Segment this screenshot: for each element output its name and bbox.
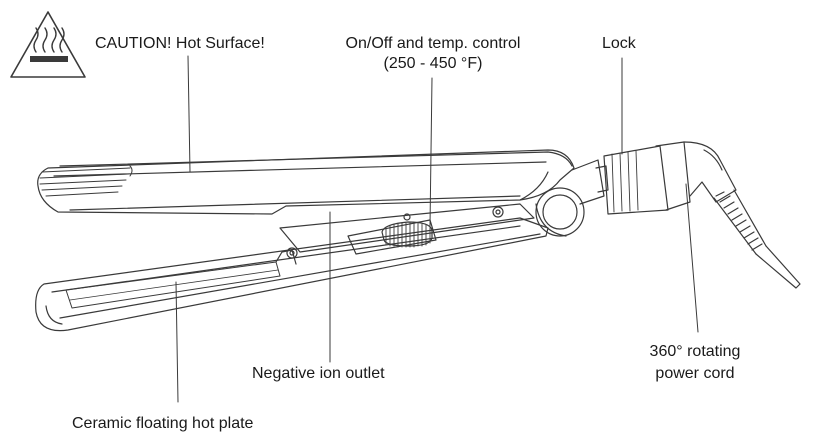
rotating-cord-label-line2: power cord bbox=[655, 365, 735, 382]
rotating-cord-leader-line bbox=[685, 183, 699, 333]
hot-plate-leader-line bbox=[175, 281, 179, 403]
rotating-cord-label-line1: 360° rotating bbox=[649, 343, 741, 360]
hinge-area bbox=[279, 203, 535, 259]
leader-lines bbox=[175, 55, 699, 403]
hot-surface-warning-icon bbox=[10, 11, 86, 78]
control-label-line1: On/Off and temp. control bbox=[345, 35, 521, 52]
warning-leader-line bbox=[187, 55, 191, 173]
swivel-cord-housing bbox=[603, 141, 737, 215]
ion-outlet-label: Negative ion outlet bbox=[252, 365, 385, 382]
ceramic-hot-plate bbox=[65, 249, 297, 309]
temperature-control-wheel bbox=[381, 213, 433, 248]
lock-label: Lock bbox=[602, 35, 636, 52]
control-leader-line bbox=[429, 77, 433, 227]
power-cord bbox=[713, 189, 801, 289]
warning-text: CAUTION! Hot Surface! bbox=[95, 35, 265, 52]
lower-arm bbox=[35, 217, 549, 332]
upper-arm bbox=[37, 149, 575, 215]
hot-plate-label: Ceramic floating hot plate bbox=[72, 415, 254, 432]
control-label-line2: (250 - 450 °F) bbox=[383, 55, 483, 72]
lock-button bbox=[535, 159, 609, 237]
